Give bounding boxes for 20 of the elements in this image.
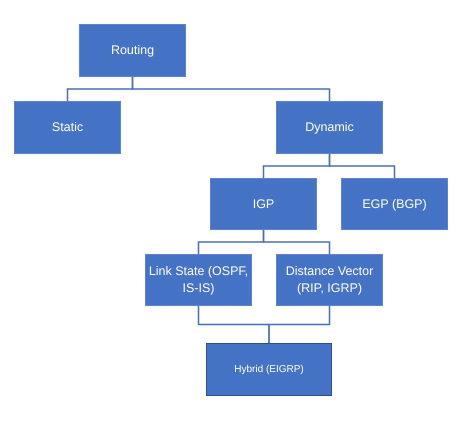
box-label: Static: [52, 119, 84, 136]
box-label: Hybrid (EIGRP): [234, 362, 304, 376]
box-label: Dynamic: [305, 119, 354, 136]
box-label: Distance Vector (RIP, IGRP): [284, 263, 374, 297]
category-box: [210, 178, 317, 230]
connector-line: [132, 77, 330, 101]
category-box: [145, 254, 252, 306]
box-label: IGP: [252, 196, 274, 212]
category-box: [14, 101, 121, 154]
category-box: [206, 343, 332, 396]
category-box: [276, 254, 383, 306]
connector-line: [328, 154, 396, 178]
category-box: [79, 24, 186, 77]
connector-line: [262, 230, 330, 254]
category-box: [276, 101, 383, 154]
box-label: EGP (BGP): [362, 196, 427, 212]
box-label: Routing: [110, 42, 154, 59]
category-box: [341, 178, 448, 230]
box-label: Link State (OSPF, IS-IS): [148, 263, 250, 297]
connector-line: [268, 306, 330, 343]
